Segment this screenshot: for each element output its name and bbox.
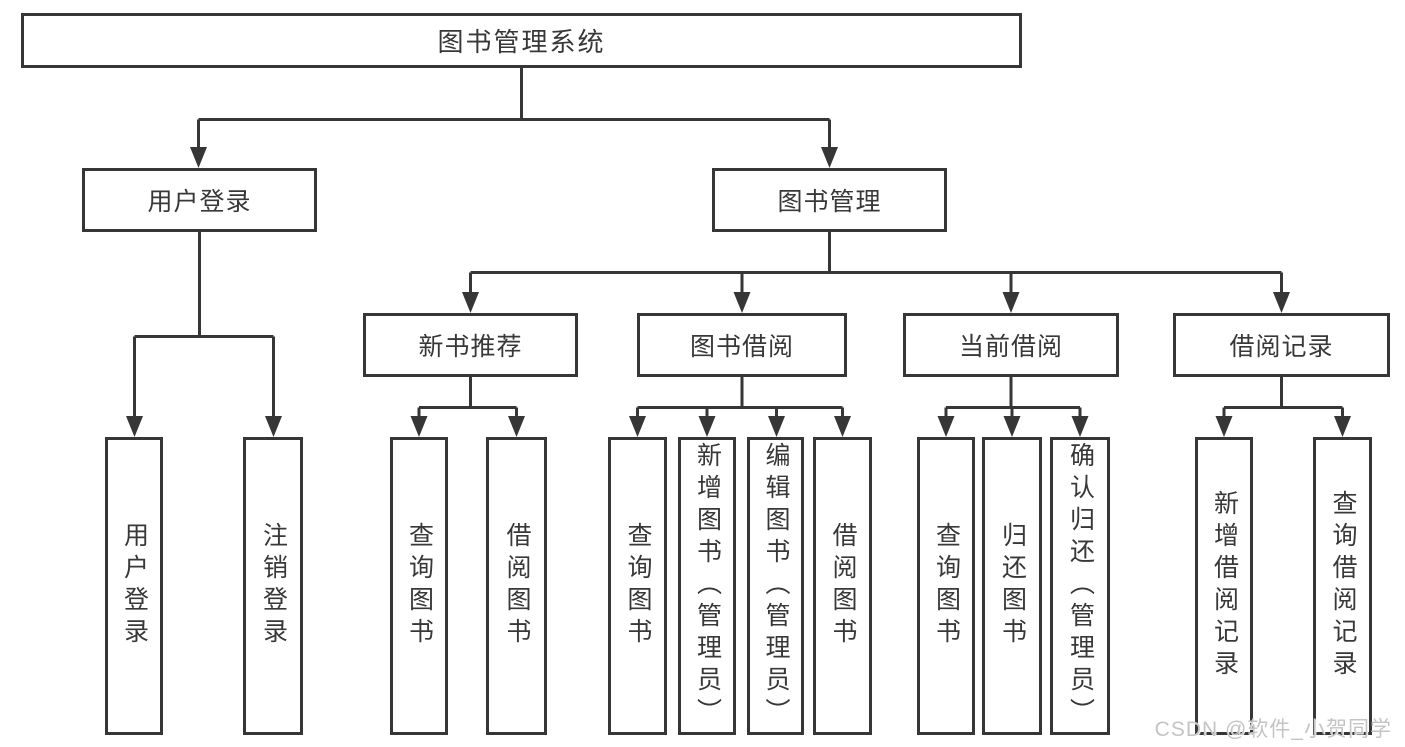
leaf-label: 借阅图书	[829, 522, 857, 650]
node-new-book-recommend: 新书推荐	[363, 313, 578, 377]
leaf-label: 新增图书（管理员）	[693, 442, 722, 730]
leaf-query-books-2: 查询图书	[608, 437, 667, 735]
node-borrowing-records: 借阅记录	[1173, 313, 1390, 377]
leaf-return-books: 归还图书	[982, 437, 1042, 735]
leaf-label: 查询图书	[624, 522, 652, 650]
leaf-label: 查询图书	[405, 522, 434, 650]
node-user-login: 用户登录	[82, 168, 317, 232]
leaf-user-login: 用户登录	[105, 437, 163, 735]
leaf-borrow-books-1: 借阅图书	[486, 437, 547, 735]
leaf-query-books-1: 查询图书	[390, 437, 448, 735]
node-label: 新书推荐	[418, 333, 523, 361]
leaf-label: 用户登录	[120, 522, 149, 650]
leaf-edit-books-admin: 编辑图书（管理员）	[747, 437, 804, 735]
leaf-label: 确认归还（管理员）	[1066, 442, 1095, 730]
node-label: 图书管理系统	[437, 27, 606, 57]
leaf-add-borrow-record: 新增借阅记录	[1195, 437, 1253, 735]
leaf-label: 借阅图书	[503, 522, 531, 650]
node-label: 用户登录	[147, 188, 252, 216]
leaf-query-books-3: 查询图书	[917, 437, 975, 735]
node-book-management: 图书管理	[712, 168, 947, 232]
leaf-add-books-admin: 新增图书（管理员）	[678, 437, 736, 735]
leaf-label: 查询图书	[932, 522, 961, 650]
leaf-borrow-books-2: 借阅图书	[813, 437, 872, 735]
leaf-label: 编辑图书（管理员）	[762, 442, 790, 730]
leaf-logout: 注销登录	[243, 437, 303, 735]
leaf-label: 注销登录	[259, 522, 288, 650]
node-current-borrowing: 当前借阅	[903, 313, 1119, 377]
node-label: 借阅记录	[1229, 333, 1334, 361]
csdn-watermark: CSDN @软件_小贺同学	[1154, 718, 1392, 741]
leaf-query-borrow-record: 查询借阅记录	[1313, 437, 1372, 735]
node-label: 图书借阅	[689, 333, 794, 361]
leaf-label: 新增借阅记录	[1210, 490, 1239, 682]
node-label: 图书管理	[777, 188, 882, 216]
node-book-management-system: 图书管理系统	[21, 13, 1022, 68]
leaf-label: 查询借阅记录	[1329, 490, 1357, 682]
node-book-borrowing: 图书借阅	[637, 313, 847, 377]
node-label: 当前借阅	[958, 333, 1063, 361]
leaf-label: 归还图书	[998, 522, 1027, 650]
arrowheads	[126, 147, 1351, 437]
leaf-confirm-return-admin: 确认归还（管理员）	[1050, 437, 1110, 735]
